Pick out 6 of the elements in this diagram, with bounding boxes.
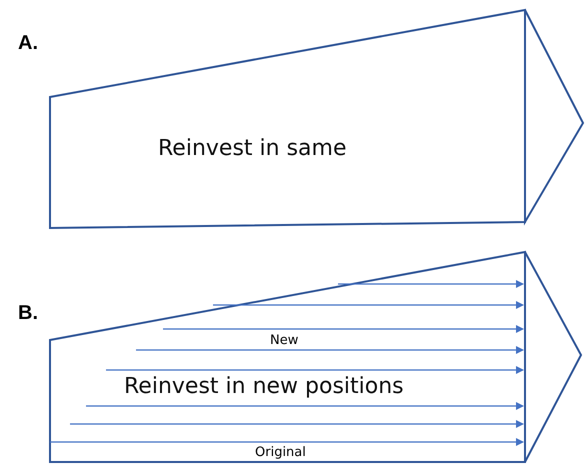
- shape-label: Reinvest in same: [158, 136, 346, 161]
- panel-letter: A.: [18, 32, 38, 55]
- shape-label: Reinvest in new positions: [124, 374, 404, 399]
- arrow-group-label: Original: [255, 445, 306, 460]
- panel-letter: B.: [18, 302, 38, 325]
- arrow-group-label: New: [270, 333, 298, 348]
